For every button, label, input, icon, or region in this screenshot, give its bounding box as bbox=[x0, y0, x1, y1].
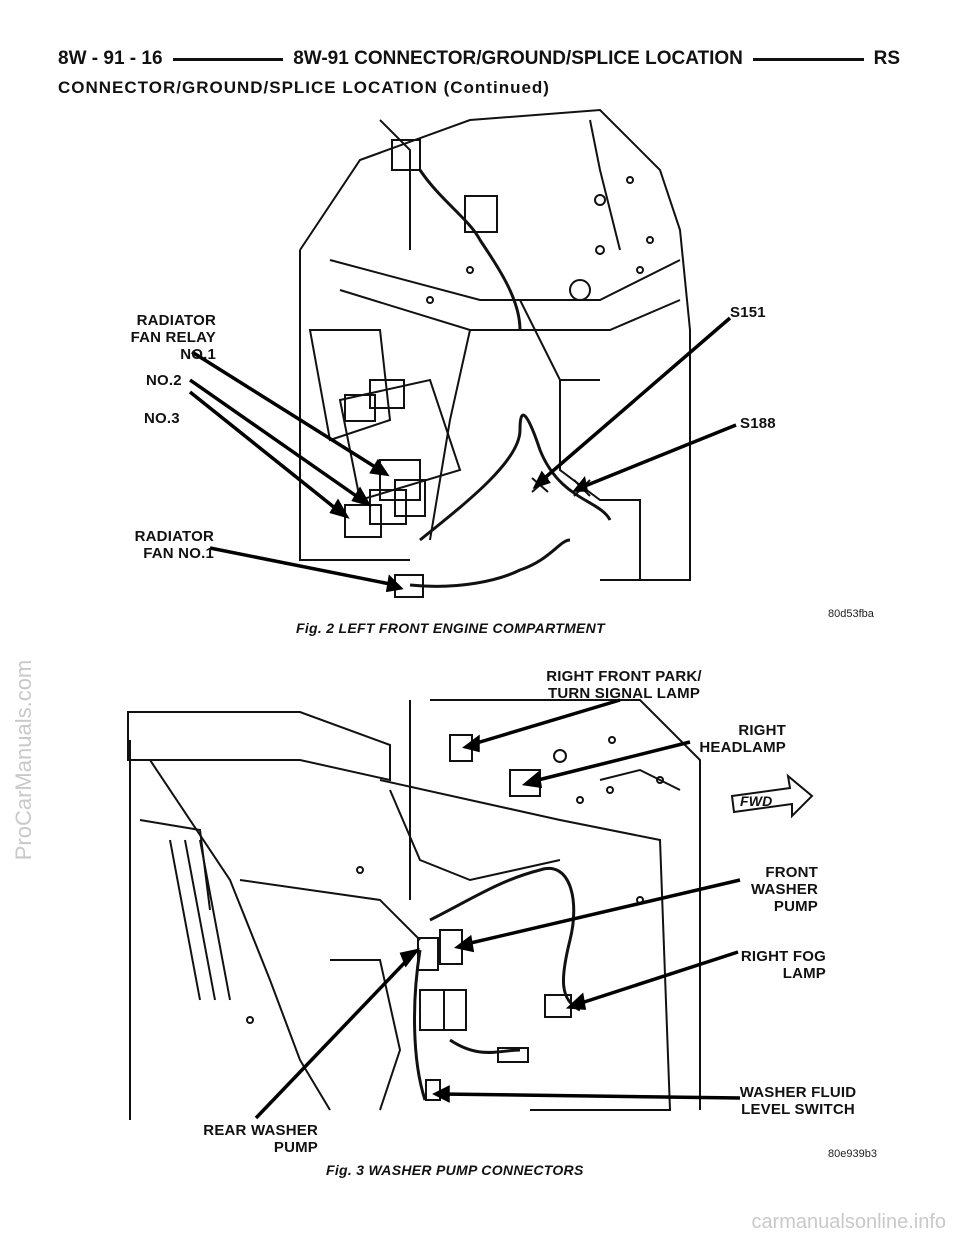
figure-3-caption: Fig. 3 WASHER PUMP CONNECTORS bbox=[326, 1162, 584, 1178]
label-s151: S151 bbox=[730, 304, 766, 321]
label-right-headlamp: RIGHT HEADLAMP bbox=[699, 722, 786, 756]
header-rule bbox=[752, 57, 864, 61]
page-subtitle: CONNECTOR/GROUND/SPLICE LOCATION (Contin… bbox=[58, 78, 550, 97]
label-fwd: FWD bbox=[740, 793, 773, 809]
label-radiator-fan-1: RADIATOR FAN NO.1 bbox=[134, 528, 214, 562]
model-code: RS bbox=[873, 48, 900, 69]
figure-3-code: 80e939b3 bbox=[828, 1148, 877, 1160]
header-rule bbox=[172, 57, 284, 61]
figure-2-illustration bbox=[188, 108, 737, 598]
label-radiator-fan-relay-1: RADIATOR FAN RELAY NO.1 bbox=[130, 312, 216, 363]
section-title: 8W-91 CONNECTOR/GROUND/SPLICE LOCATION bbox=[293, 48, 743, 69]
label-no2: NO.2 bbox=[146, 372, 182, 389]
label-no3: NO.3 bbox=[144, 410, 180, 427]
label-right-fog-lamp: RIGHT FOG LAMP bbox=[740, 948, 826, 982]
page-header: 8W - 91 - 16 8W-91 CONNECTOR/GROUND/SPLI… bbox=[58, 46, 900, 72]
page-number: 8W - 91 - 16 bbox=[58, 48, 163, 69]
footer-watermark: carmanualsonline.info bbox=[751, 1211, 946, 1233]
label-front-washer-pump: FRONT WASHER PUMP bbox=[750, 864, 818, 915]
label-rear-washer-pump: REAR WASHER PUMP bbox=[203, 1122, 318, 1156]
figure-2-caption: Fig. 2 LEFT FRONT ENGINE COMPARTMENT bbox=[296, 620, 605, 636]
label-right-front-park-turn-signal-lamp: RIGHT FRONT PARK/ TURN SIGNAL LAMP bbox=[546, 668, 702, 702]
label-washer-fluid-level-switch: WASHER FLUID LEVEL SWITCH bbox=[739, 1084, 857, 1118]
figure-2-code: 80d53fba bbox=[828, 608, 874, 620]
figure-2: RADIATOR FAN RELAY NO.1 NO.2 NO.3 RADIAT… bbox=[130, 108, 874, 636]
label-s188: S188 bbox=[740, 415, 776, 432]
